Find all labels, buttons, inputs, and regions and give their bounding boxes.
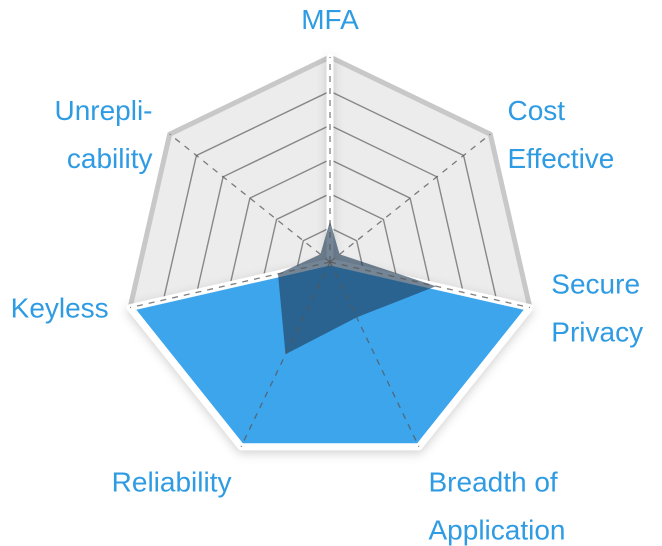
axis-label-line: Effective — [508, 143, 615, 174]
axis-label-line: Breadth of — [429, 467, 558, 498]
radar-spoke — [169, 133, 331, 263]
radar-series-2 — [278, 221, 436, 355]
axis-label-line: MFA — [301, 4, 359, 35]
axis-label: Unrepli-cability — [54, 95, 152, 174]
spoke-layer — [129, 57, 531, 447]
axis-label: MFA — [301, 4, 359, 35]
radar-spoke — [129, 261, 331, 309]
axis-label-line: Cost — [508, 95, 566, 126]
axis-label-line: Reliability — [112, 467, 232, 498]
axis-label-line: Unrepli- — [54, 95, 152, 126]
radar-spoke — [329, 133, 491, 263]
radar-spoke — [329, 261, 531, 309]
axis-label-line: Secure — [551, 269, 640, 300]
radar-spoke — [329, 261, 420, 447]
axis-label-line: Privacy — [551, 317, 643, 348]
axis-label-line: Application — [429, 515, 566, 546]
series-layer — [126, 53, 534, 451]
axis-label: Keyless — [11, 293, 109, 324]
axis-label: Reliability — [112, 467, 232, 498]
axis-label-line: cability — [67, 143, 153, 174]
axis-label-line: Keyless — [11, 293, 109, 324]
radar-spoke — [240, 261, 331, 447]
axis-label: Breadth of Application — [429, 467, 566, 546]
